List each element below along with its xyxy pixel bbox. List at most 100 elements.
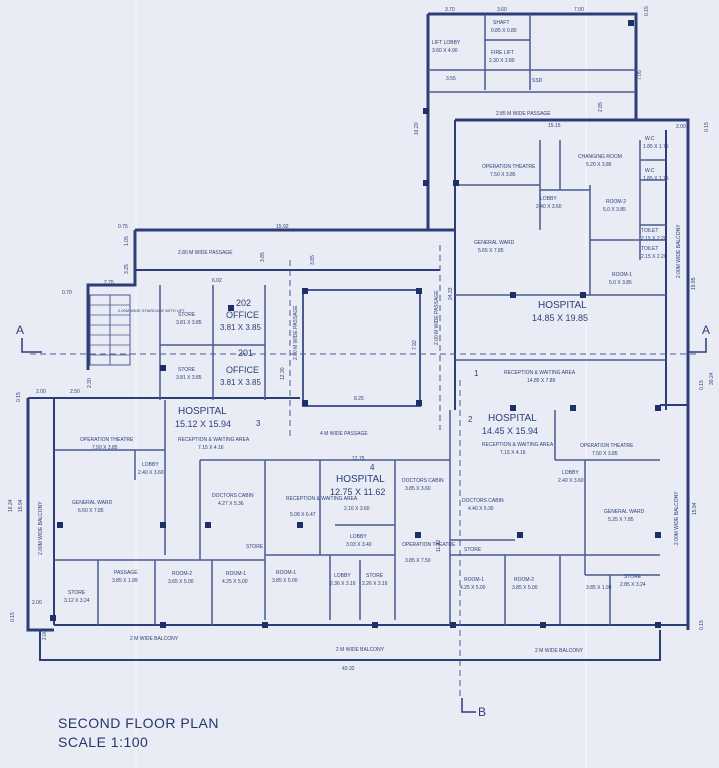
fire-lift-size: 2.30 X 2.80 bbox=[489, 58, 515, 64]
plan-title: SECOND FLOOR PLAN bbox=[58, 715, 219, 731]
dim-p2-left: 0.75 bbox=[118, 224, 128, 230]
room2-right-size: 3.85 X 5.00 bbox=[512, 585, 538, 591]
lobby-mid-b-size: 2.36 X 3.16 bbox=[330, 581, 356, 587]
toilet-b-size: 2.15 X 2.20 bbox=[641, 254, 667, 260]
shaft-size: 0.85 X 0.80 bbox=[491, 28, 517, 34]
doctors-cabin-mid-label: DOCTORS CABIN bbox=[402, 478, 444, 484]
room1-left-label: ROOM-1 bbox=[226, 571, 246, 577]
toilet-a-size: 2.15 X 2.20 bbox=[641, 236, 667, 242]
office-201-label: OFFICE bbox=[226, 365, 259, 375]
staircase bbox=[89, 294, 131, 366]
dim-wing-v: 3.85 bbox=[260, 252, 266, 262]
toilet-b-label: TOILET bbox=[641, 246, 658, 252]
wc-b-size: 1.85 X 1.75 bbox=[643, 176, 669, 182]
lobby-left-label: LOBBY bbox=[142, 462, 159, 468]
ot-left-label: OPERATION THEATRE bbox=[80, 437, 134, 443]
passage-small-label: PASSAGE bbox=[114, 570, 138, 576]
dim-left-vertical: 16.20 bbox=[414, 122, 420, 135]
room2-top-size: 5.0 X 3.85 bbox=[603, 207, 626, 213]
room1-mid-label: ROOM-1 bbox=[276, 570, 296, 576]
wc-a-size: 1.85 X 1.75 bbox=[643, 144, 669, 150]
reception-2-size: 7.15 X 4.16 bbox=[500, 450, 526, 456]
store-202-label: STORE bbox=[178, 312, 196, 318]
ssd-label: SSD bbox=[532, 78, 543, 84]
section-cut-lines bbox=[21, 338, 707, 713]
doctors-cabin-left-label: DOCTORS CABIN bbox=[212, 493, 254, 499]
toilet-a-label: TOILET bbox=[641, 228, 658, 234]
reception-1-label: RECEPTION & WAITING AREA bbox=[504, 370, 576, 376]
doctors-cabin-right-size: 4.40 X 5.30 bbox=[468, 506, 494, 512]
dim-atrium-w: 8.25 bbox=[354, 396, 364, 402]
dim-top-right-a: 2.00 bbox=[676, 124, 686, 130]
dim-right-h-4: 15.94 bbox=[692, 502, 698, 515]
store-left-cabin-label: STORE bbox=[246, 544, 264, 550]
reception-1-size: 14.85 X 7.85 bbox=[527, 378, 556, 384]
changing-room-label: CHANGING ROOM bbox=[578, 154, 622, 160]
store-202-size: 3.81 X 3.85 bbox=[176, 320, 202, 326]
hospital-1-number: 1 bbox=[474, 369, 479, 378]
lift-lobby-label: LIFT LOBBY bbox=[432, 40, 461, 46]
passage-small-size: 3.85 X 1.99 bbox=[112, 578, 138, 584]
dim-left-band-1: 2.00 bbox=[36, 389, 46, 395]
ot-mid-label: OPERATION THEATRE bbox=[402, 542, 456, 548]
dim-right-h-1: 19.85 bbox=[691, 277, 697, 290]
dim-top-1: 3.70 bbox=[445, 7, 455, 13]
room1-right-label: ROOM-1 bbox=[464, 577, 484, 583]
reception-3-size: 7.15 X 4.16 bbox=[198, 445, 224, 451]
dim-passage-top: 15.15 bbox=[548, 123, 561, 129]
balcony-bottom-mid: 2 M WIDE BALCONY bbox=[336, 647, 385, 653]
dim-top-2: 3.60 bbox=[497, 7, 507, 13]
lobby-top-size: 2.40 X 3.60 bbox=[536, 204, 562, 210]
doctors-cabin-right-label: DOCTORS CABIN bbox=[462, 498, 504, 504]
paper-fold-right bbox=[585, 0, 587, 768]
right-small-size: 3.85 X 1.99 bbox=[586, 585, 612, 591]
changing-room-size: 5.20 X 3.85 bbox=[586, 162, 612, 168]
store-right-bottom-label: STORE bbox=[624, 574, 642, 580]
doctors-cabin-mid-size: 3.85 X 3.60 bbox=[405, 486, 431, 492]
office-202-size: 3.81 X 3.85 bbox=[220, 323, 261, 332]
dim-wing-w: 6.02 bbox=[212, 278, 222, 284]
ot-mid-size: 3.85 X 7.50 bbox=[405, 558, 431, 564]
dashed-passage-lines bbox=[30, 245, 700, 700]
lobby-right-size: 2.40 X 3.60 bbox=[558, 478, 584, 484]
store-right-label: STORE bbox=[464, 547, 482, 553]
dim-right-bottom: 0.15 bbox=[699, 620, 705, 630]
reception-4-size: 5.08 X 6.47 bbox=[290, 512, 316, 518]
section-marker-a-right: A bbox=[702, 323, 710, 337]
dim-left-base-3: 2.00 bbox=[42, 630, 48, 640]
room2-right-label: ROOM-2 bbox=[514, 577, 534, 583]
plan-title-block: SECOND FLOOR PLAN SCALE 1:100 bbox=[58, 714, 219, 752]
hospital-3-number: 3 bbox=[256, 419, 261, 428]
hospital-4-size: 12.75 X 11.62 bbox=[330, 487, 385, 497]
store-right-bottom-size: 2.85 X 3.24 bbox=[620, 582, 646, 588]
room1-top-size: 5.0 X 3.85 bbox=[609, 280, 632, 286]
general-ward-left-label: GENERAL WARD bbox=[72, 500, 113, 506]
plan-scale: SCALE 1:100 bbox=[58, 734, 149, 750]
office-202-label: OFFICE bbox=[226, 310, 259, 320]
dim-left-band-2: 2.50 bbox=[70, 389, 80, 395]
interior-walls bbox=[54, 14, 666, 625]
store-mid-b-label: STORE bbox=[366, 573, 384, 579]
room2-left-size: 3.65 X 5.00 bbox=[168, 579, 194, 585]
hospital-1-label: HOSPITAL bbox=[538, 300, 587, 311]
office-202-number: 202 bbox=[236, 298, 251, 308]
dim-right-h-2: 30.24 bbox=[709, 372, 715, 385]
dim-wing-left-1: 1.05 bbox=[124, 236, 130, 246]
general-ward-top-size: 5.65 X 7.85 bbox=[478, 248, 504, 254]
wc-b-label: W.C bbox=[645, 168, 655, 174]
room1-mid-size: 3.85 X 5.00 bbox=[272, 578, 298, 584]
lobby-right-label: LOBBY bbox=[562, 470, 579, 476]
balcony-left-label: 2.00M WIDE BALCONY bbox=[38, 501, 44, 555]
dim-left-base-2: 0.15 bbox=[10, 612, 16, 622]
reception-4-secondary-size: 2.16 X 3.60 bbox=[344, 506, 370, 512]
store-201-size: 3.81 X 3.85 bbox=[176, 375, 202, 381]
balcony-bottom-right: 2 M WIDE BALCONY bbox=[535, 648, 584, 654]
dim-left-top-a: 0.70 bbox=[62, 290, 72, 296]
store-left-bottom-size: 3.12 X 3.24 bbox=[64, 598, 90, 604]
dim-left-height-1: 16.24 bbox=[8, 499, 14, 512]
dim-top-3: 7.00 bbox=[574, 7, 584, 13]
store-left-bottom-label: STORE bbox=[68, 590, 86, 596]
dim-wing-left-3: 2.75 bbox=[104, 280, 114, 286]
ot-left-size: 7.50 X 3.85 bbox=[92, 445, 118, 451]
store-201-label: STORE bbox=[178, 367, 196, 373]
